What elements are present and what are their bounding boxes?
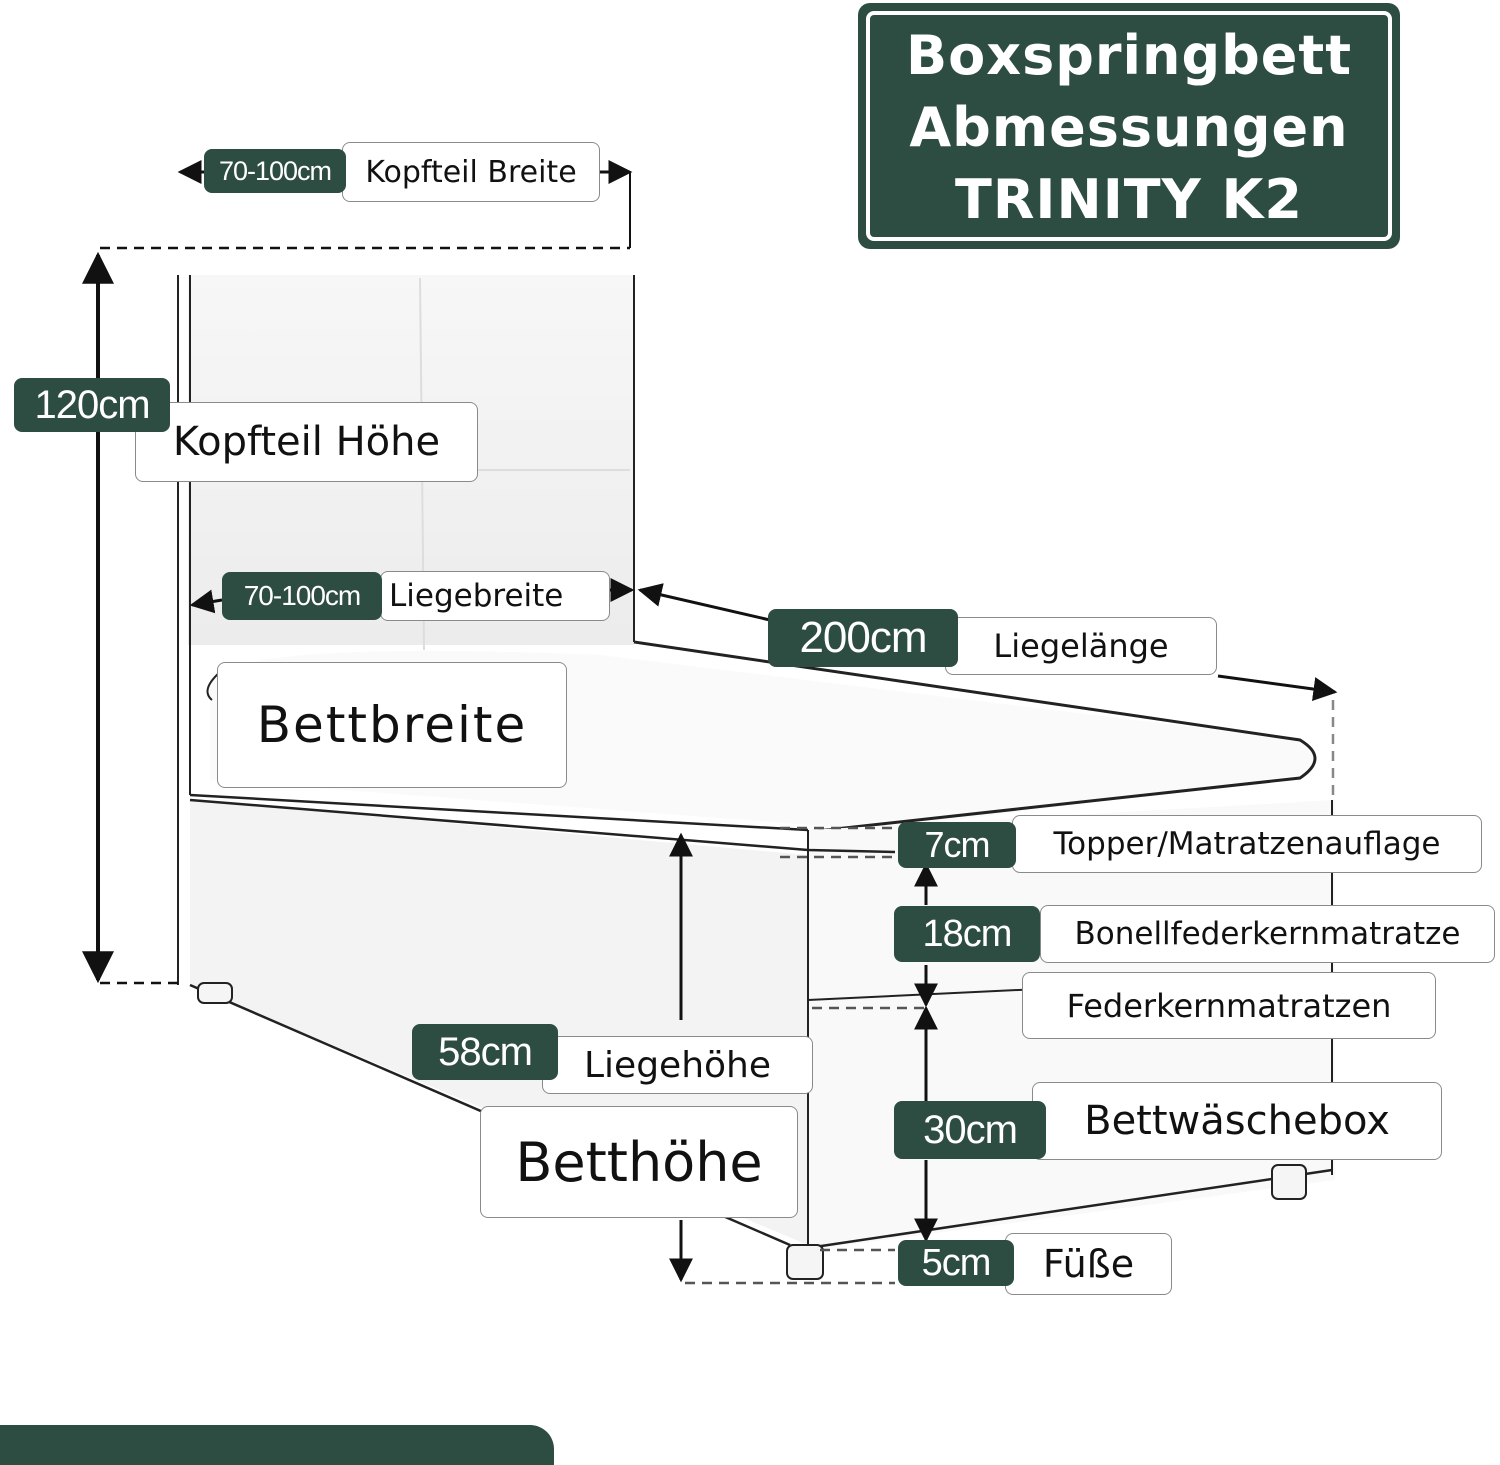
liegebreite-badge: 70-100cm bbox=[222, 572, 382, 620]
bottom-accent-tab bbox=[0, 1425, 554, 1465]
liegelaenge-label: Liegelänge bbox=[945, 617, 1217, 675]
fuesse-label: Füße bbox=[1005, 1233, 1172, 1295]
bonell-matratze-badge: 18cm bbox=[894, 906, 1040, 962]
title-plate: Boxspringbett Abmessungen TRINITY K2 bbox=[858, 3, 1400, 249]
kopfteil-hoehe-label: Kopfteil Höhe bbox=[135, 402, 478, 482]
fuesse-badge: 5cm bbox=[898, 1240, 1014, 1286]
bettwaeschebox-badge: 30cm bbox=[894, 1101, 1046, 1159]
bettwaeschebox-label: Bettwäschebox bbox=[1032, 1082, 1442, 1160]
bonell-matratze-label: Bonellfederkernmatratze bbox=[1040, 905, 1495, 963]
liegehoehe-badge: 58cm bbox=[412, 1024, 558, 1080]
topper-label: Topper/Matratzenauflage bbox=[1012, 815, 1482, 873]
liegehoehe-label: Liegehöhe bbox=[542, 1036, 813, 1094]
kopfteil-hoehe-badge: 120cm bbox=[14, 378, 170, 432]
topper-badge: 7cm bbox=[898, 822, 1016, 868]
federkern-label: Federkernmatratzen bbox=[1022, 972, 1436, 1039]
liegebreite-label: Liegebreite bbox=[380, 571, 610, 621]
liegelaenge-badge: 200cm bbox=[768, 609, 958, 667]
title-line-3: TRINITY K2 bbox=[955, 168, 1303, 231]
title-line-2: Abmessungen bbox=[909, 96, 1349, 159]
kopfteil-breite-label: Kopfteil Breite bbox=[342, 142, 600, 202]
bettbreite-label: Bettbreite bbox=[217, 662, 567, 788]
betthoehe-label: Betthöhe bbox=[480, 1106, 798, 1218]
title-line-1: Boxspringbett bbox=[905, 24, 1353, 87]
kopfteil-breite-badge: 70-100cm bbox=[204, 149, 346, 193]
title-plate-border bbox=[866, 11, 1392, 241]
dimension-lines bbox=[82, 160, 1338, 1285]
